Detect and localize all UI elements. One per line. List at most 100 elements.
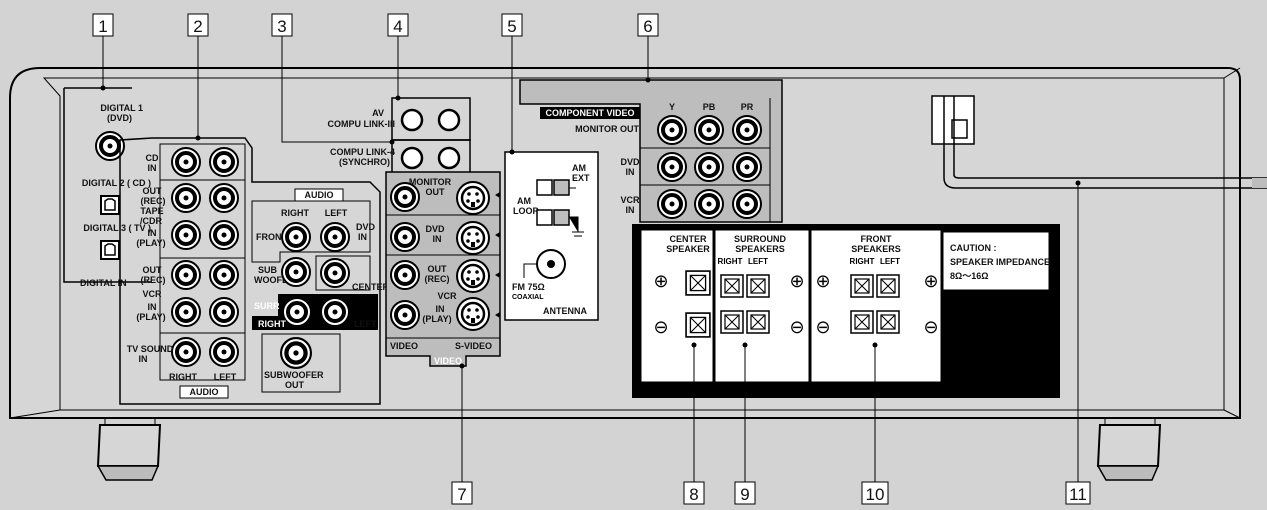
component-video-section: COMPONENT VIDEO MONITOR OUT Y PB PR DVD …	[519, 79, 783, 223]
tape-out-right-jack[interactable]	[171, 183, 201, 213]
front-left-jack[interactable]	[320, 222, 350, 252]
tape-in-left-jack[interactable]	[209, 220, 239, 250]
dvd-in-svideo-jack[interactable]	[455, 220, 491, 256]
vcr-out-video-jack[interactable]	[390, 260, 420, 290]
subwoofer-out-sub-label: OUT	[285, 380, 305, 390]
antenna-section: AM EXT AM LOOP FM 75Ω COAXIAL ANTENNA	[504, 151, 599, 321]
surround-right-plus-terminal[interactable]	[720, 274, 744, 298]
vcr-out-right-jack[interactable]	[171, 260, 201, 290]
monitor-out-y-jack[interactable]	[657, 115, 687, 145]
tv-sound-right-jack[interactable]	[171, 337, 201, 367]
video-dvd-in-label: IN	[433, 234, 442, 244]
compulink3-jack-2[interactable]	[437, 108, 461, 132]
center-in-jack[interactable]	[320, 258, 350, 288]
front-right-minus-terminal[interactable]	[850, 310, 874, 334]
component-video-title: COMPONENT VIDEO	[545, 108, 634, 118]
video-dvd-label: DVD	[425, 224, 445, 234]
surround-left-plus-terminal[interactable]	[746, 274, 770, 298]
callout-1: 1	[98, 17, 107, 36]
vcr-play-label: (PLAY)	[136, 312, 165, 322]
compulink4-label: COMPU LINK-4	[330, 147, 395, 157]
surr-left-jack[interactable]	[320, 297, 350, 327]
callout-7: 7	[457, 485, 466, 504]
subwoofer-out-jack[interactable]	[281, 338, 311, 368]
front-right-jack[interactable]	[281, 222, 311, 252]
dvd-in-video-jack[interactable]	[390, 222, 420, 252]
tape-in-right-jack[interactable]	[171, 220, 201, 250]
tv-sound-left-jack[interactable]	[209, 337, 239, 367]
front-speaker-right-label: RIGHT	[850, 257, 875, 266]
front-left-minus-terminal[interactable]	[876, 310, 900, 334]
callout-8: 8	[689, 485, 698, 504]
sub-woofer-in-jack[interactable]	[281, 257, 311, 287]
center-label: CENTER	[352, 282, 390, 292]
front-left-plus-terminal[interactable]	[876, 274, 900, 298]
dvd-in-pb-jack[interactable]	[694, 152, 724, 182]
center-minus-terminal[interactable]	[685, 312, 711, 338]
am-loop-sub-label: LOOP	[513, 206, 539, 216]
audio-bottom-label: AUDIO	[190, 387, 219, 397]
front-plus-right-icon: ⊕	[923, 271, 938, 291]
vcr-in-svideo-jack[interactable]	[455, 296, 491, 332]
video-out-label: OUT	[428, 264, 448, 274]
compulink4-jack-2[interactable]	[437, 146, 461, 170]
vcr-out-left-jack[interactable]	[209, 260, 239, 290]
dvd-in-pr-jack[interactable]	[732, 152, 762, 182]
audio-top-label: AUDIO	[305, 190, 334, 200]
am-ext-terminal[interactable]	[536, 179, 553, 196]
vcr-in-pb-jack[interactable]	[694, 189, 724, 219]
vcr-label: VCR	[142, 289, 162, 299]
surr-left-label: LEFT	[354, 319, 377, 329]
tape-play-label: (PLAY)	[136, 238, 165, 248]
monitor-out-video-jack[interactable]	[390, 182, 420, 212]
dvd-in-y-jack[interactable]	[657, 152, 687, 182]
center-speaker-label: CENTER	[669, 234, 707, 244]
monitor-out-pr-jack[interactable]	[732, 115, 762, 145]
vcr-in-right-jack[interactable]	[171, 297, 201, 327]
cd-in-right-jack[interactable]	[171, 147, 201, 177]
video-in-label: IN	[436, 304, 445, 314]
vcr-in-label: IN	[148, 302, 157, 312]
vcr-in-video-jack[interactable]	[390, 300, 420, 330]
digital2-optical-port[interactable]	[100, 195, 120, 215]
component-monitor-out-label: MONITOR OUT	[575, 124, 639, 134]
surr-right-jack[interactable]	[282, 297, 312, 327]
surround-right-minus-terminal[interactable]	[720, 310, 744, 334]
tape-out-left-jack[interactable]	[209, 183, 239, 213]
cd-in-left-jack[interactable]	[209, 147, 239, 177]
component-vcr-in-label: IN	[626, 205, 635, 215]
compulink3-jack-1[interactable]	[400, 108, 424, 132]
compulink4-jack-1[interactable]	[400, 146, 424, 170]
vcr-out-label: OUT	[143, 265, 163, 275]
surround-left-minus-terminal[interactable]	[746, 310, 770, 334]
vcr-in-y-jack[interactable]	[657, 189, 687, 219]
callout-9: 9	[740, 485, 749, 504]
component-dvd-label: DVD	[620, 157, 640, 167]
video-rec-label: (REC)	[425, 274, 450, 284]
callout-3: 3	[277, 17, 286, 36]
audio-left-label: LEFT	[214, 372, 237, 382]
svideo-col-label: S-VIDEO	[455, 341, 492, 351]
power-cord	[931, 95, 1267, 189]
tape-out-label: OUT	[143, 186, 163, 196]
fm-coaxial-label: COAXIAL	[512, 294, 544, 301]
digital3-optical-port[interactable]	[100, 240, 120, 260]
dvd-multich-label: DVD	[356, 222, 376, 232]
front-speaker-left-label: LEFT	[880, 257, 900, 266]
center-plus-terminal[interactable]	[685, 270, 711, 296]
front-label: FRONT	[256, 232, 287, 242]
monitor-out-pb-jack[interactable]	[694, 115, 724, 145]
monitor-out-svideo-jack[interactable]	[455, 180, 491, 216]
vcr-out-svideo-jack[interactable]	[455, 258, 491, 294]
digital1-sub-label: (DVD)	[107, 113, 132, 123]
front-speakers-sub-label: SPEAKERS	[851, 244, 901, 254]
vcr-in-left-jack[interactable]	[209, 297, 239, 327]
vcr-in-pr-jack[interactable]	[732, 189, 762, 219]
compulink-section: AV COMPU LINK-III COMPU LINK-4 (SYNCHRO)	[328, 97, 471, 175]
front-right-label: RIGHT	[281, 208, 310, 218]
video-section: MONITOR OUT DVD IN OUT (REC) VCR IN (PLA…	[385, 171, 501, 367]
am-loop-terminal[interactable]	[536, 209, 553, 226]
front-right-plus-terminal[interactable]	[850, 274, 874, 298]
surround-right-label: RIGHT	[718, 257, 743, 266]
front-plus-left-icon: ⊕	[815, 271, 830, 291]
